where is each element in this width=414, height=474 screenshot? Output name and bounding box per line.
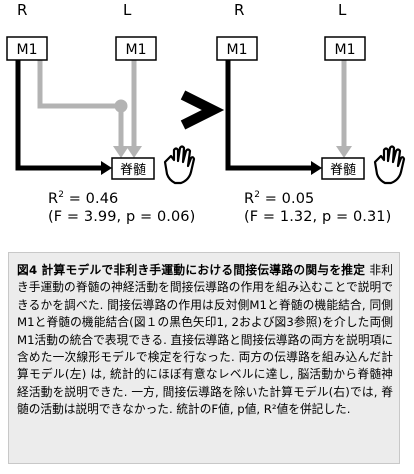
greater-than-symbol: [180, 90, 225, 130]
right-ipsilateral-arrowhead: [336, 146, 352, 158]
left-f-stat: (F = 3.99, p = 0.06): [48, 209, 196, 225]
left-r-squared: R2 = 0.46: [48, 190, 195, 208]
right-spinal-box: [321, 157, 365, 180]
left-box-l-m1: [115, 36, 157, 61]
left-spinal-label: 脊髄: [120, 163, 146, 178]
right-f-stat: (F = 1.32, p = 0.31): [244, 209, 392, 225]
left-stats: R2 = 0.46 (F = 3.99, p = 0.06): [48, 190, 195, 226]
caption-body: 非利き手運動の脊髄の神経活動を間接伝導路の作用を組み込むことで説明できるかを調べ…: [17, 263, 393, 417]
right-box-l-m1: [324, 36, 366, 61]
right-label-l: L: [338, 1, 347, 19]
left-spinal-box: [111, 157, 155, 180]
hand-icon: [163, 145, 196, 185]
right-direct-path: [225, 60, 313, 171]
right-r-squared: R2 = 0.05: [244, 190, 391, 208]
hand-icon: [373, 145, 406, 185]
right-model: R L M1 M1 脊髄: [216, 1, 406, 185]
left-indirect-path-r: [37, 60, 121, 109]
left-integration-node: [114, 99, 128, 113]
left-direct-path: [15, 60, 103, 171]
left-ipsilateral-arrowhead: [126, 146, 142, 158]
right-spinal-label: 脊髄: [330, 163, 356, 178]
left-r-value: = 0.46: [64, 191, 119, 207]
right-box-l-label: M1: [335, 42, 356, 58]
figure-caption: 図4 計算モデルで非利き手運動における間接伝導路の関与を推定 非利き手運動の脊髄…: [8, 252, 400, 464]
right-label-r: R: [234, 1, 244, 19]
right-stats: R2 = 0.05 (F = 1.32, p = 0.31): [244, 190, 391, 226]
right-direct-arrowhead: [311, 161, 322, 175]
caption-title: 図4 計算モデルで非利き手運動における間接伝導路の関与を推定: [17, 263, 366, 277]
right-r-value: = 0.05: [260, 191, 315, 207]
left-model: R L M1 M1 脊髄: [6, 1, 196, 185]
left-box-l-label: M1: [126, 42, 147, 58]
left-box-r-label: M1: [17, 42, 38, 58]
left-box-r-m1: [6, 36, 48, 61]
left-direct-arrowhead: [101, 161, 112, 175]
left-label-r: R: [17, 1, 27, 19]
left-r-symbol: R: [48, 191, 59, 207]
left-indirect-arrowhead: [113, 146, 129, 158]
right-r-symbol: R: [244, 191, 255, 207]
right-r-superscript: 2: [254, 190, 261, 200]
right-box-r-label: M1: [227, 42, 248, 58]
model-diagram: R L M1 M1 脊髄 R L: [6, 1, 406, 185]
left-label-l: L: [123, 1, 132, 19]
right-box-r-m1: [216, 36, 258, 61]
left-r-superscript: 2: [58, 190, 65, 200]
